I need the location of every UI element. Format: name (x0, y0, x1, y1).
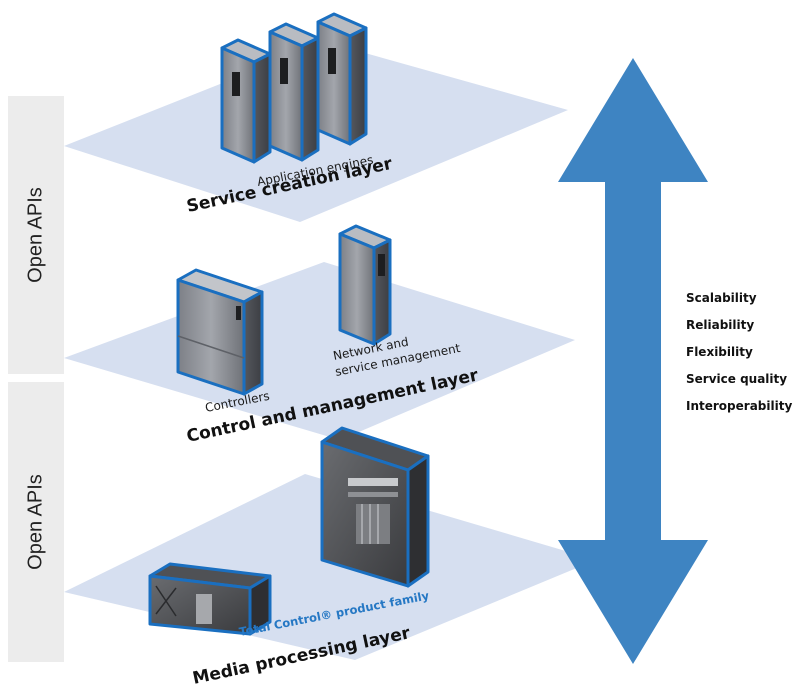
benefit-item: Interoperability (686, 399, 793, 413)
server-icon (220, 38, 272, 164)
server-icon (268, 22, 320, 162)
controller-cabinet-icon (176, 268, 264, 396)
benefit-item: Service quality (686, 372, 788, 386)
benefit-item: Scalability (686, 291, 757, 305)
benefit-item: Reliability (686, 318, 755, 332)
server-icon (338, 224, 392, 346)
chassis-icon (148, 562, 272, 636)
benefit-item: Flexibility (686, 345, 753, 359)
benefits-list: Scalability Reliability Flexibility Serv… (686, 290, 792, 425)
chassis-icon (320, 426, 430, 588)
open-apis-band-lower: Open APIs (8, 382, 64, 662)
double-arrow-icon (558, 58, 708, 664)
server-icon (316, 12, 368, 146)
open-apis-band-upper: Open APIs (8, 96, 64, 374)
control-management-plane (64, 262, 575, 440)
